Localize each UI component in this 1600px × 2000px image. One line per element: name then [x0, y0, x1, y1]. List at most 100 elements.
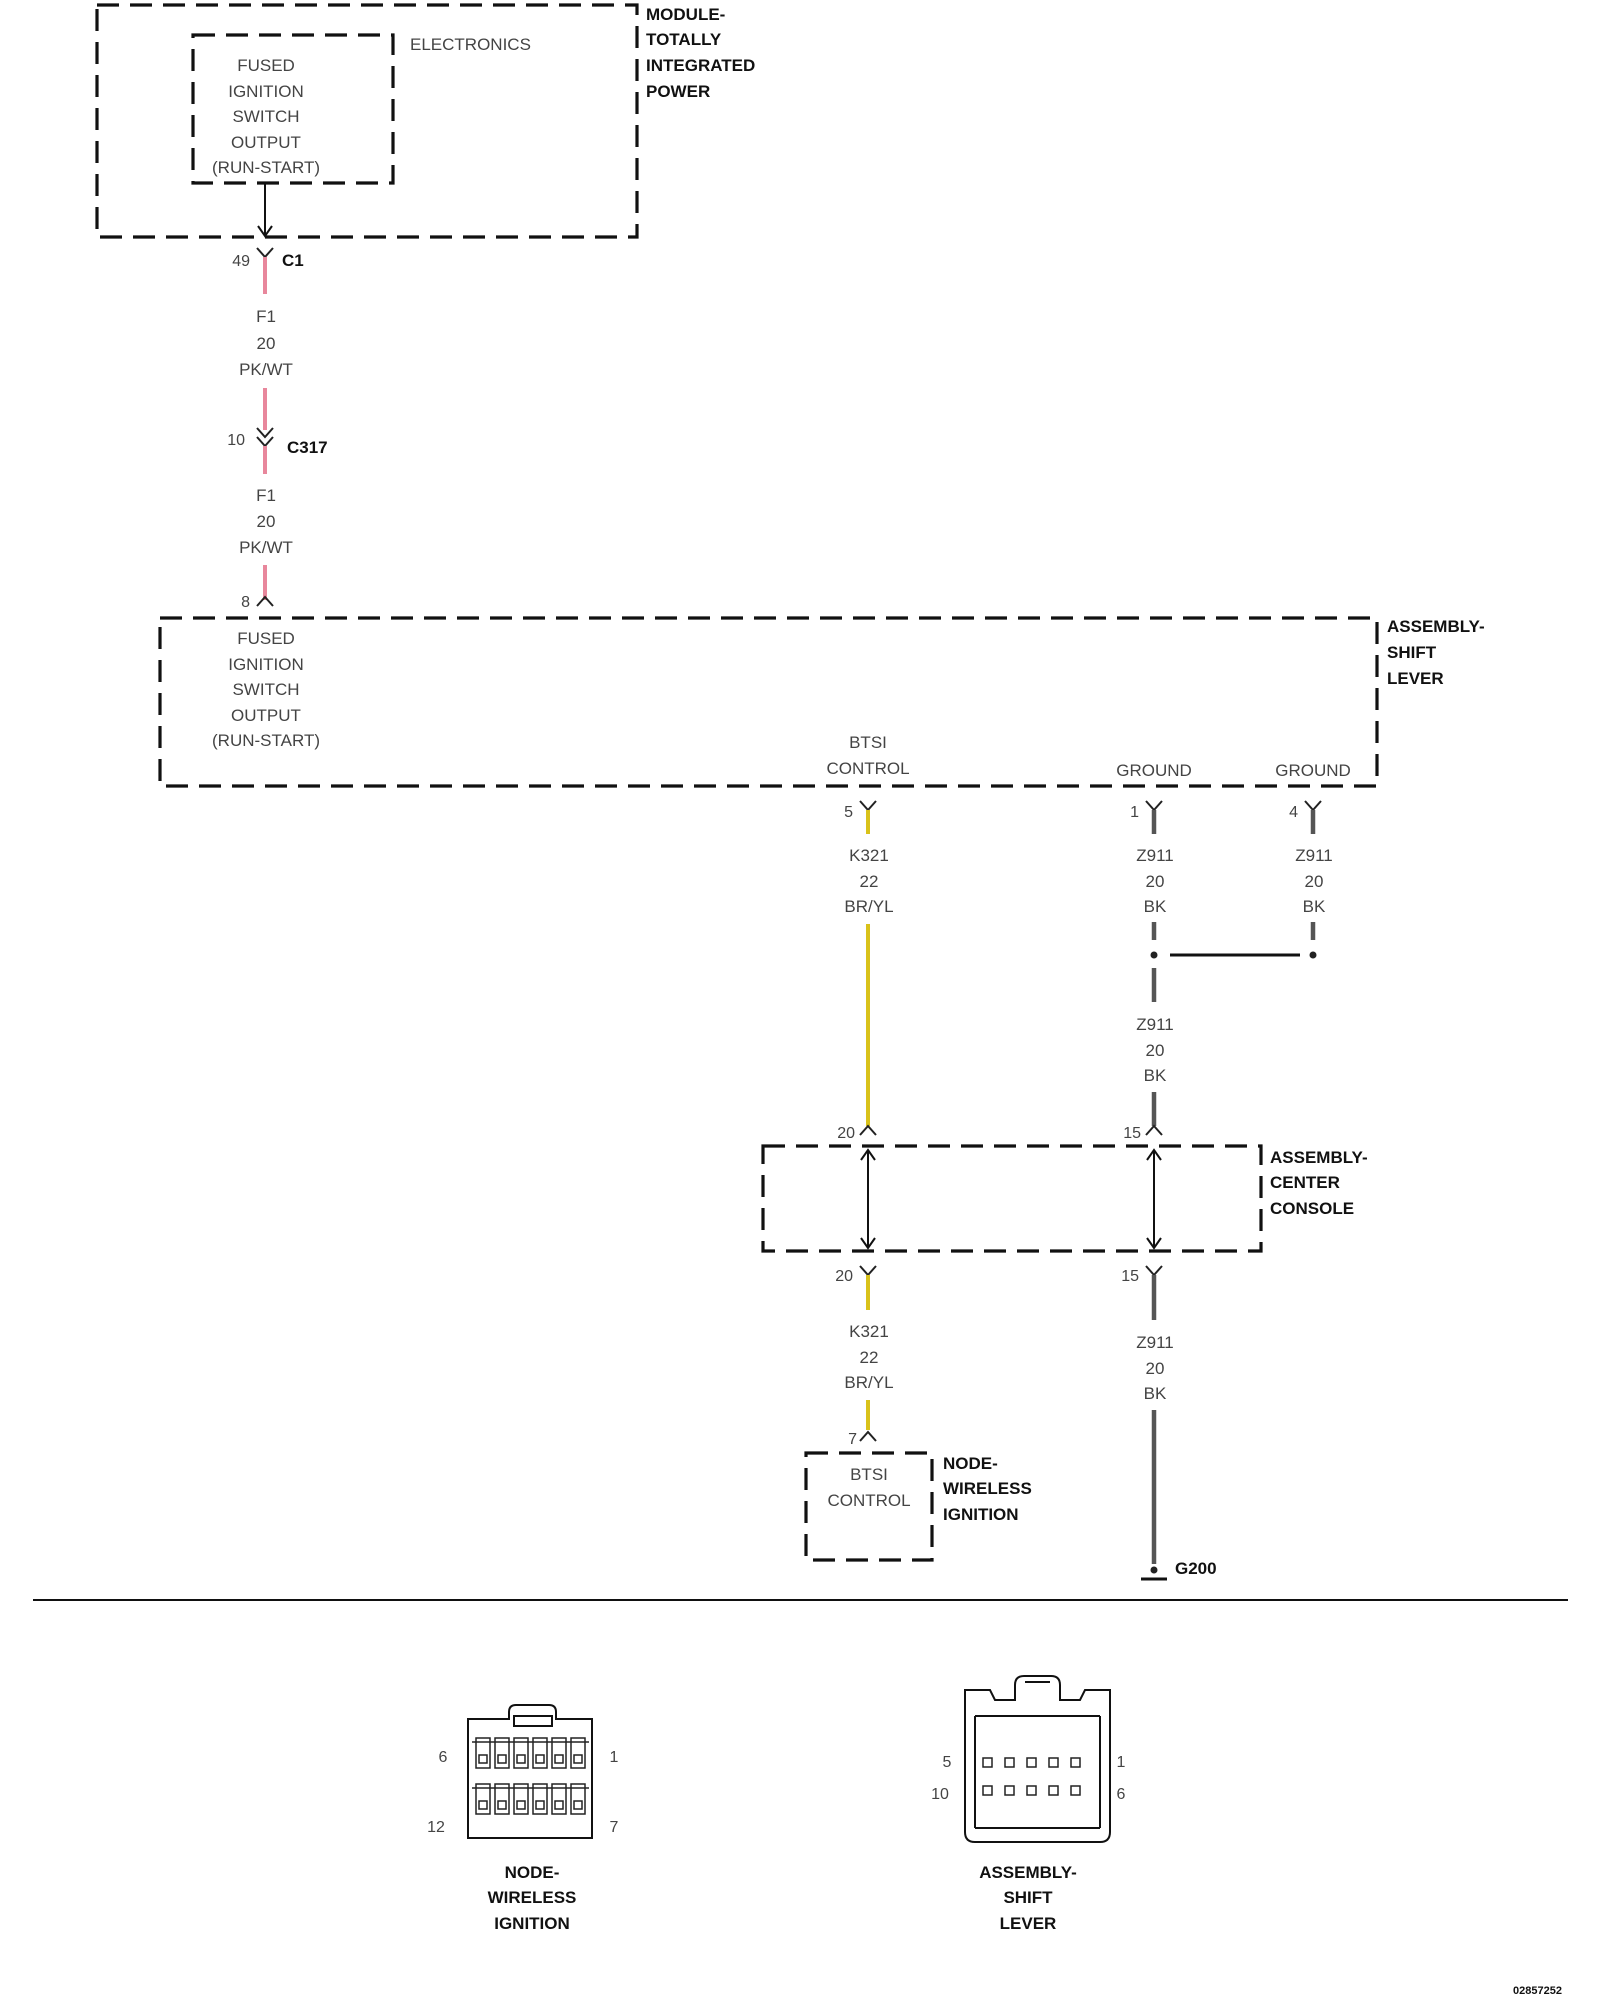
shift-input-pin: 8 — [241, 594, 250, 611]
tipm-output-line5: (RUN-START) — [212, 158, 320, 177]
tipm-title-line1: MODULE- — [646, 5, 725, 24]
shift-output-line1: FUSED — [237, 629, 295, 648]
shift-cavity — [1004, 1785, 1015, 1796]
wire-z911-a-color: BK — [1144, 897, 1167, 916]
wireless-connector-latch — [513, 1715, 553, 1727]
tipm-module: ELECTRONICS FUSED IGNITION SWITCH OUTPUT… — [95, 3, 755, 239]
console-title-line1: ASSEMBLY- — [1270, 1148, 1368, 1167]
wireless-view-pin-bottom-left: 12 — [427, 1819, 445, 1836]
wireless-view-pin-top-left: 6 — [439, 1749, 448, 1766]
wire-f1-b-circuit: F1 — [256, 486, 276, 505]
shift-ground2-label: GROUND — [1275, 761, 1351, 780]
wireless-title-line2: WIRELESS — [943, 1479, 1032, 1498]
shift-lever-outline — [158, 616, 1379, 788]
wireless-cavity-terminal — [516, 1754, 526, 1764]
shift-cavity — [1026, 1785, 1037, 1796]
shift-cavity — [982, 1785, 993, 1796]
console-top-right-pin: 15 — [1123, 1125, 1141, 1142]
wire-z911-b-gauge: 20 — [1305, 872, 1324, 891]
shift-gnd1-connector-symbol — [1145, 800, 1163, 812]
wire-f1-a-color: PK/WT — [239, 360, 293, 379]
wireless-view-title-line2: WIRELESS — [488, 1888, 577, 1907]
console-arrow-right-up — [1146, 1148, 1162, 1161]
wireless-cavity-terminal — [573, 1754, 583, 1764]
wireless-cavity-terminal — [535, 1800, 545, 1810]
shift-btsi-line1: BTSI — [849, 733, 887, 752]
wireless-title-line3: IGNITION — [943, 1505, 1019, 1524]
console-top-left-connector — [859, 1124, 877, 1136]
tipm-title-line4: POWER — [646, 82, 710, 101]
shift-connector-housing — [964, 1675, 1111, 1843]
console-top-right-connector — [1145, 1124, 1163, 1136]
shift-output-line3: SWITCH — [232, 680, 299, 699]
shift-btsi-connector-symbol — [859, 800, 877, 812]
wireless-ignition-outline — [804, 1451, 934, 1562]
wire-k321-b-gauge: 22 — [860, 1348, 879, 1367]
c1-pin-number: 49 — [232, 253, 250, 270]
wire-z911-a-circuit: Z911 — [1136, 846, 1174, 865]
wireless-connector-housing — [467, 1704, 593, 1839]
wireless-cavity-terminal — [478, 1754, 488, 1764]
wireless-cavity — [513, 1783, 529, 1815]
wireless-cavity-terminal — [554, 1800, 564, 1810]
shift-gnd1-pin: 1 — [1130, 804, 1139, 821]
shift-gnd2-connector-symbol — [1304, 800, 1322, 812]
wireless-cavity-terminal — [573, 1800, 583, 1810]
shift-lever-assembly: FUSED IGNITION SWITCH OUTPUT (RUN-START)… — [158, 616, 1485, 788]
shift-input-connector-symbol — [256, 595, 274, 607]
console-bottom-right-pin: 15 — [1121, 1268, 1139, 1285]
wireless-cavity — [551, 1783, 567, 1815]
console-top-left-pin: 20 — [837, 1125, 855, 1142]
shift-cavity — [1070, 1757, 1081, 1768]
wire-z911-a-gauge: 20 — [1146, 872, 1165, 891]
console-title-line3: CONSOLE — [1270, 1199, 1354, 1218]
shift-btsi-pin: 5 — [844, 804, 853, 821]
wire-f1-b-gauge: 20 — [257, 512, 276, 531]
tipm-outline — [95, 3, 639, 239]
shift-title-line3: LEVER — [1387, 669, 1444, 688]
shift-title-line1: ASSEMBLY- — [1387, 617, 1485, 636]
figure-id: 02857252 — [1513, 1985, 1562, 1997]
wireless-view-title-line1: NODE- — [505, 1863, 560, 1882]
wireless-pin: 7 — [848, 1431, 857, 1448]
c317-connector-upper — [256, 427, 274, 439]
shift-view-pin-bottom-right: 6 — [1117, 1786, 1126, 1803]
shift-view-title-line3: LEVER — [1000, 1914, 1057, 1933]
wireless-cavity — [532, 1737, 548, 1769]
wire-k321-a-circuit: K321 — [849, 846, 889, 865]
tipm-electronics-outline — [191, 33, 395, 185]
wireless-cavity — [570, 1737, 586, 1769]
shift-view-pin-top-right: 1 — [1117, 1754, 1126, 1771]
wireless-view-pin-bottom-right: 7 — [610, 1819, 619, 1836]
wire-z911-c-circuit: Z911 — [1136, 1015, 1174, 1034]
wireless-cavity — [475, 1783, 491, 1815]
console-bottom-left-pin: 20 — [835, 1268, 853, 1285]
wireless-cavity — [494, 1783, 510, 1815]
wire-f1-b-color: PK/WT — [239, 538, 293, 557]
console-arrow-right-down — [1146, 1237, 1162, 1250]
ground-label: G200 — [1175, 1559, 1217, 1578]
wireless-cavity-terminal — [535, 1754, 545, 1764]
wireless-cavity — [475, 1737, 491, 1769]
console-arrow-left-down — [860, 1237, 876, 1250]
shift-cavity — [1048, 1757, 1059, 1768]
wire-k321-b-color: BR/YL — [844, 1373, 893, 1392]
center-console-assembly: ASSEMBLY- CENTER CONSOLE — [761, 1144, 1368, 1253]
connector-view-wireless: 6 1 12 7 NODE- WIRELESS IGNITION — [427, 1704, 619, 1933]
center-console-outline — [761, 1144, 1263, 1253]
wireless-cavity-terminal — [554, 1754, 564, 1764]
wireless-cavity — [513, 1737, 529, 1769]
wire-z911-c-color: BK — [1144, 1066, 1167, 1085]
connector-c1: 49 C1 — [232, 247, 304, 270]
wireless-cavity — [494, 1737, 510, 1769]
console-title-line2: CENTER — [1270, 1173, 1340, 1192]
wireless-btsi-line2: CONTROL — [827, 1491, 910, 1510]
console-bottom-left-connector — [859, 1265, 877, 1277]
wire-k321-a-color: BR/YL — [844, 897, 893, 916]
shift-gnd2-pin: 4 — [1289, 804, 1298, 821]
console-arrow-left-up — [860, 1148, 876, 1161]
wireless-cavity — [570, 1783, 586, 1815]
wireless-cavity-terminal — [497, 1754, 507, 1764]
wire-z911-c-gauge: 20 — [1146, 1041, 1165, 1060]
wireless-view-title-line3: IGNITION — [494, 1914, 570, 1933]
